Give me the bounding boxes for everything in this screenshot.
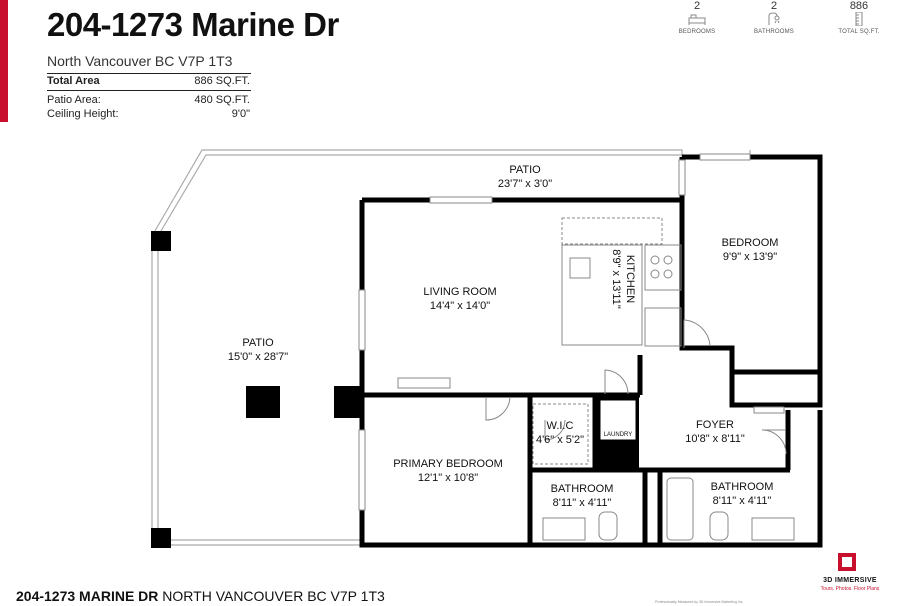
room-dimensions: 12'1" x 10'8"	[417, 472, 479, 484]
room-dimensions: 9'9" x 13'9"	[722, 251, 778, 263]
shower-icon	[744, 12, 804, 29]
room-patio-top: PATIO 23'7" x 3'0"	[470, 163, 580, 191]
patio-post	[151, 231, 171, 251]
room-laundry: LAUNDRY	[596, 428, 640, 442]
room-name: PATIO	[242, 337, 274, 349]
room-bedroom: BEDROOM 9'9" x 13'9"	[695, 236, 805, 264]
room-name: LAUNDRY	[603, 432, 633, 438]
stat-bathrooms: 2 BATHROOMS	[744, 0, 804, 35]
room-dimensions: 15'0" x 28'7"	[227, 351, 289, 363]
room-name: PATIO	[509, 164, 541, 176]
brand-logo-icon	[838, 553, 856, 571]
room-living: LIVING ROOM 14'4" x 14'0"	[405, 285, 515, 313]
bathroom-fixtures	[542, 477, 795, 541]
footer-address-rest: NORTH VANCOUVER BC V7P 1T3	[158, 588, 385, 604]
room-name: LIVING ROOM	[423, 286, 497, 298]
room-name: PRIMARY BEDROOM	[393, 458, 503, 470]
room-name: FOYER	[696, 419, 734, 431]
stat-bedrooms: 2 BEDROOMS	[667, 0, 727, 35]
exterior-walls	[359, 154, 823, 548]
listing-title: 204-1273 Marine Dr	[47, 6, 339, 43]
stat-bedrooms-value: 2	[693, 0, 701, 12]
divider-mid	[47, 90, 251, 91]
stat-bathrooms-value: 2	[770, 0, 778, 12]
patio-column	[334, 386, 362, 418]
room-name: BEDROOM	[721, 237, 779, 249]
patio-post	[151, 528, 171, 548]
room-name: BATHROOM	[550, 483, 614, 495]
ceiling-height-label: Ceiling Height:	[47, 108, 119, 120]
room-foyer: FOYER 10'8" x 8'11"	[660, 418, 770, 446]
footer-address-bold: 204-1273 MARINE DR	[16, 588, 159, 604]
room-dimensions: 4'6" x 5'2"	[535, 434, 585, 446]
divider-top	[47, 73, 251, 74]
total-area-label: Total Area	[47, 75, 100, 87]
brand-name: 3D IMMERSIVE	[823, 577, 877, 584]
ceiling-height-value: 9'0"	[231, 108, 250, 120]
room-dimensions: 10'8" x 8'11"	[685, 433, 745, 445]
room-kitchen: KITCHEN 8'9" x 13'11"	[609, 224, 637, 334]
patio-area-label: Patio Area:	[47, 94, 101, 106]
patio-outline	[151, 149, 751, 546]
room-dimensions: 8'9" x 13'11"	[610, 249, 622, 309]
stat-total-sqft-label: TOTAL SQ.FT.	[838, 29, 880, 35]
patio-column	[246, 386, 280, 418]
total-area-value: 886 SQ.FT.	[194, 75, 250, 87]
room-name: W.I.C	[546, 420, 574, 432]
footer-address: 204-1273 MARINE DR NORTH VANCOUVER BC V7…	[16, 588, 385, 604]
stat-bedrooms-label: BEDROOMS	[678, 29, 716, 35]
room-bathroom-1: BATHROOM 8'11" x 4'11"	[527, 482, 637, 510]
room-dimensions: 8'11" x 4'11"	[712, 495, 772, 507]
stat-total-sqft-value: 886	[849, 0, 869, 12]
ruler-icon	[829, 11, 889, 29]
room-wic: W.I.C 4'6" x 5'2"	[520, 419, 600, 447]
room-dimensions: 8'11" x 4'11"	[552, 497, 612, 509]
room-dimensions: 14'4" x 14'0"	[429, 300, 491, 312]
room-bathroom-2: BATHROOM 8'11" x 4'11"	[687, 480, 797, 508]
room-name: BATHROOM	[710, 481, 774, 493]
room-patio-left: PATIO 15'0" x 28'7"	[203, 336, 313, 364]
fireplace	[397, 377, 451, 389]
listing-address: North Vancouver BC V7P 1T3	[47, 53, 233, 69]
room-dimensions: 23'7" x 3'0"	[497, 178, 553, 190]
stat-total-sqft: 886 TOTAL SQ.FT.	[829, 0, 889, 35]
bed-icon	[667, 12, 727, 29]
kitchen-counters	[561, 217, 682, 347]
patio-area-value: 480 SQ.FT.	[194, 94, 250, 106]
brand-tagline: Tours. Photos. Floor Plans	[820, 586, 880, 592]
windows	[358, 153, 785, 511]
copyright-note: Professionally Measured by 3D Immersive …	[655, 600, 744, 604]
room-name: KITCHEN	[624, 254, 636, 304]
room-primary-bedroom: PRIMARY BEDROOM 12'1" x 10'8"	[388, 457, 508, 485]
brand-accent-bar	[0, 0, 8, 122]
stat-bathrooms-label: BATHROOMS	[753, 29, 795, 35]
doors	[485, 319, 787, 465]
